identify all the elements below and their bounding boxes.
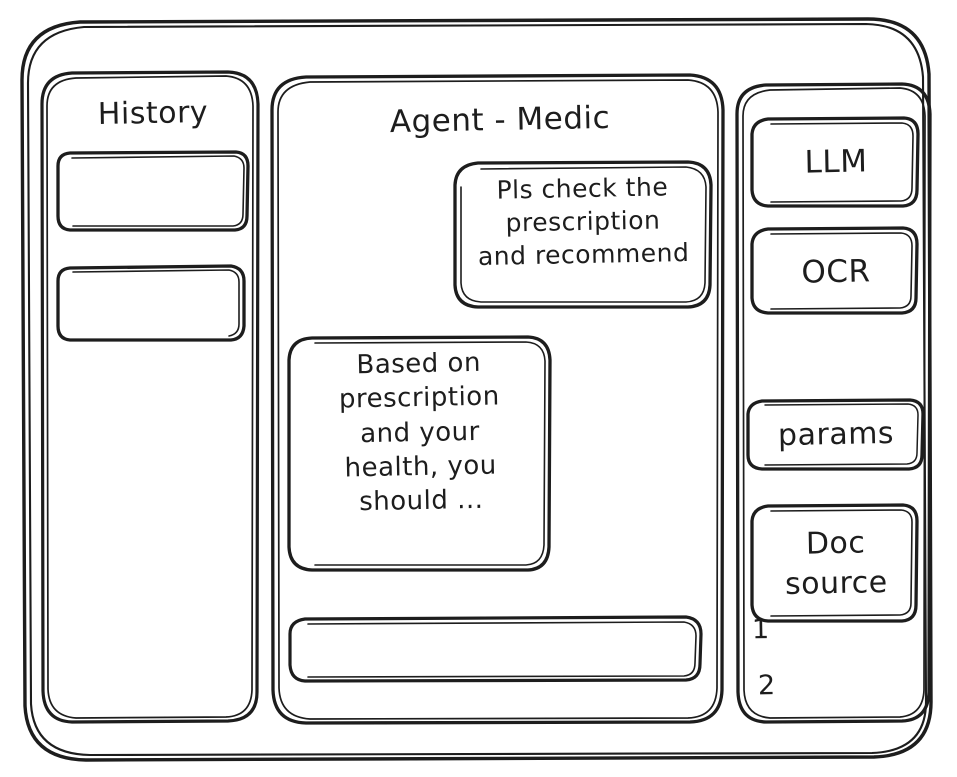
- page-title: Agent - Medic: [389, 99, 611, 141]
- user-message-bubble: Pls check the prescription and recommend: [477, 172, 690, 272]
- sidebar-item-history-1[interactable]: [58, 152, 248, 230]
- params-card-label: params: [777, 415, 895, 454]
- ocr-card-label: OCR: [801, 253, 871, 291]
- doc-source-list-item-1[interactable]: 1: [751, 614, 770, 646]
- sidebar-item-history-2[interactable]: [58, 266, 248, 340]
- history-panel-title: History: [97, 94, 209, 133]
- assistant-message-bubble: Based on prescription and your health, y…: [338, 347, 500, 518]
- llm-card-label: LLM: [804, 143, 868, 181]
- doc-source-card-label: Doc source: [784, 525, 889, 602]
- doc-source-list-item-2[interactable]: 2: [757, 670, 776, 702]
- message-input[interactable]: [290, 618, 702, 680]
